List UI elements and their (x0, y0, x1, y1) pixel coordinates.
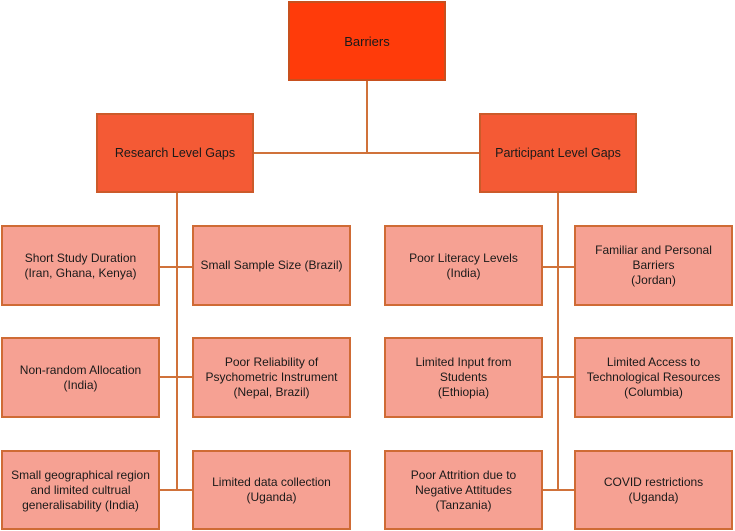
node-participant-level-gaps: Participant Level Gaps (479, 113, 637, 193)
node-text-line: Limited Access to (606, 355, 701, 369)
node-text-line: (India) (446, 265, 481, 280)
research-gap-non-random-allocation: Non-random Allocation(India) (1, 337, 160, 418)
node-text-line: Technological Resources (586, 370, 721, 384)
node-text-line: Poor Literacy Levels (409, 250, 518, 265)
node-text-line: Barriers (632, 258, 675, 272)
node-text-line: Limited Input from (415, 355, 512, 369)
participant-gap-covid-restrictions: COVID restrictions(Uganda) (574, 450, 733, 530)
root-node-barriers: Barriers (288, 1, 446, 81)
node-text-line: (Tanzania) (435, 497, 492, 512)
node-research-level-gaps: Research Level Gaps (96, 113, 254, 193)
node-text-line: (Ethiopia) (437, 385, 490, 399)
participant-gap-poor-literacy: Poor Literacy Levels(India) (384, 225, 543, 306)
node-text-line: (Uganda) (628, 490, 679, 504)
node-text-line: (India) (63, 377, 98, 392)
research-gap-small-sample-size: Small Sample Size (Brazil) (192, 225, 351, 306)
node-text-line: Poor Reliability of (224, 355, 319, 369)
node-text-line: and limited cultrual (30, 482, 131, 497)
node-text-line: Small Sample Size (Brazil) (200, 258, 343, 272)
node-text-line: Short Study Duration (24, 250, 137, 265)
node-text-line: Psychometric Instrument (205, 370, 338, 384)
node-text-line: COVID restrictions (603, 475, 704, 489)
node-text-line: Small geographical region (11, 467, 150, 482)
node-text-line: Non-random Allocation (19, 362, 142, 377)
node-text-line: generalisability (India) (22, 497, 139, 512)
node-text-line: (Iran, Ghana, Kenya) (24, 265, 137, 280)
node-text-line: Negative Attitudes (415, 482, 512, 497)
node-text-line: Research Level Gaps (114, 145, 236, 160)
node-text-line: Limited data collection (212, 475, 331, 489)
node-text-line: (Nepal, Brazil) (233, 385, 310, 399)
node-text-line: (Uganda) (246, 490, 297, 504)
node-text-line: Poor Attrition due to (410, 467, 517, 482)
node-text-line: Students (439, 370, 488, 384)
node-text-line: Barriers (344, 33, 390, 49)
node-text-line: Participant Level Gaps (495, 145, 621, 160)
node-text-line: (Jordan) (631, 273, 676, 287)
node-text-line: (Columbia) (624, 385, 683, 399)
research-gap-limited-data-collection: Limited data collection(Uganda) (192, 450, 351, 530)
research-gap-short-study-duration: Short Study Duration(Iran, Ghana, Kenya) (1, 225, 160, 306)
node-text-line: Familiar and Personal (595, 243, 712, 257)
